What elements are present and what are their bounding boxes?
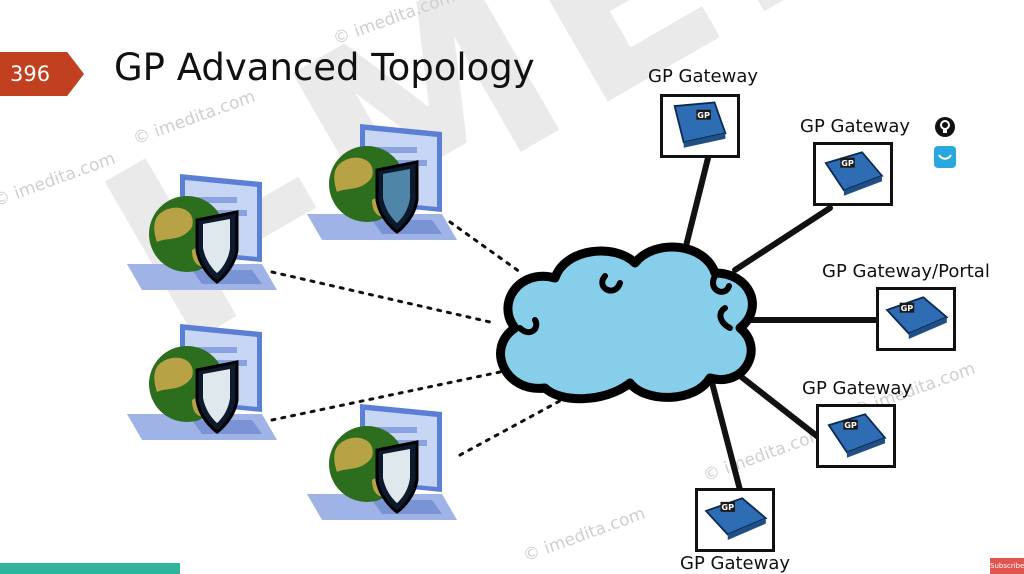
gp-device-icon: GP	[704, 497, 768, 540]
gateway-node: GP	[813, 142, 893, 206]
gateway-label: GP Gateway/Portal	[822, 261, 990, 282]
client-laptop-4	[302, 402, 462, 542]
gp-device-icon: GP	[827, 413, 887, 458]
comment-icon[interactable]	[934, 146, 956, 168]
gateway-label: GP Gateway	[680, 553, 791, 574]
gp-device-icon: GP	[885, 296, 949, 339]
laptop-globe-shield-icon	[127, 174, 277, 290]
internet-cloud-icon	[496, 242, 757, 404]
laptop-globe-shield-icon	[307, 404, 457, 520]
gp-badge-text: GP	[901, 303, 914, 313]
subscribe-button[interactable]: Subscribe	[990, 558, 1024, 574]
slide-number-badge: 396	[0, 52, 84, 96]
laptop-globe-shield-icon	[307, 124, 457, 240]
gateway-node: GP	[816, 404, 896, 468]
link-gateway-4	[727, 365, 825, 443]
gateway-node: GP	[876, 287, 956, 351]
gateway-label: GP Gateway	[802, 378, 913, 399]
link-client-1	[270, 270, 492, 324]
client-laptop-2	[302, 122, 462, 262]
link-gateway-5	[707, 372, 743, 493]
gp-device-icon: GP	[824, 151, 884, 196]
gateway-label: GP Gateway	[800, 116, 911, 137]
laptop-globe-shield-icon	[127, 324, 277, 440]
gp-badge-text: GP	[841, 158, 854, 168]
gp-badge-text: GP	[844, 420, 857, 430]
gateway-node: GP	[695, 488, 775, 552]
link-client-4	[458, 388, 582, 457]
slide-title: GP Advanced Topology	[114, 46, 535, 89]
link-client-3	[270, 370, 502, 422]
client-laptop-3	[122, 322, 282, 462]
link-gateway-2	[732, 205, 833, 273]
gp-badge-text: GP	[721, 502, 734, 512]
gp-device-icon: GP	[673, 101, 727, 148]
bulb-icon[interactable]	[934, 116, 956, 138]
bottom-banner-strip	[0, 563, 180, 574]
gateway-label: GP Gateway	[648, 66, 759, 87]
link-gateway-1	[682, 155, 711, 253]
link-client-2	[448, 220, 522, 274]
gateway-node: GP	[660, 94, 740, 158]
client-laptop-1	[122, 172, 282, 312]
gp-badge-text: GP	[697, 110, 710, 120]
